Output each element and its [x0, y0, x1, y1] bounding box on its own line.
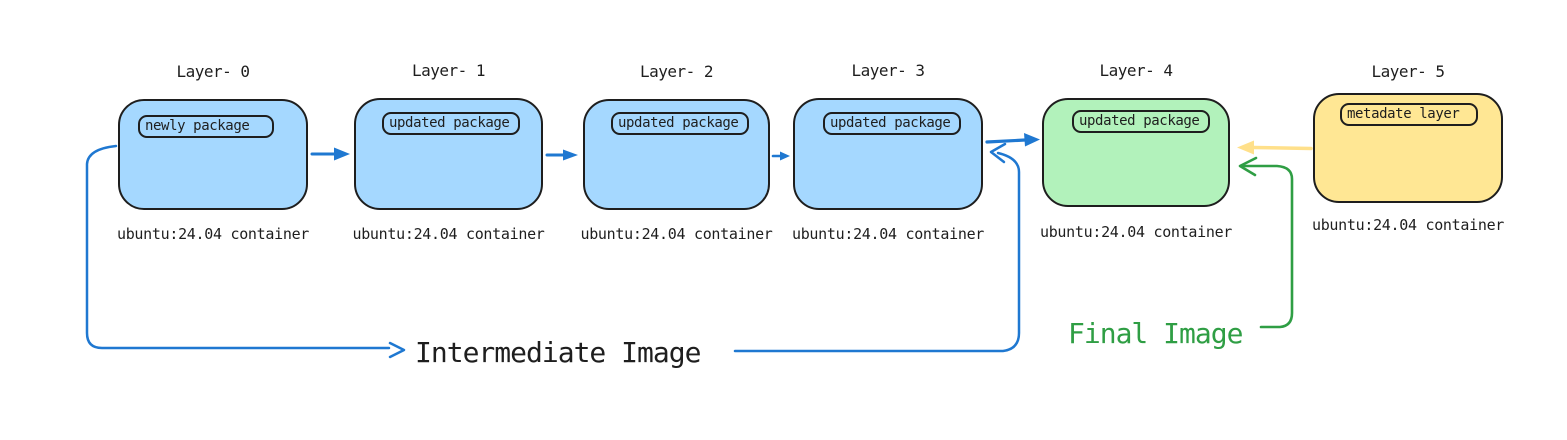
layer-2-title: Layer- 2 [639, 62, 714, 81]
intermediate-image-label: Intermediate Image [415, 336, 701, 369]
layer-3-caption: ubuntu:24.04 container [791, 225, 985, 243]
arrow-layer3-to-layer4 [985, 133, 1040, 147]
layer-3-package-label: updated package [823, 112, 961, 135]
layer-0-caption: ubuntu:24.04 container [116, 225, 310, 243]
layer-1-group: Layer- 1 updated package ubuntu:24.04 co… [352, 61, 544, 243]
layer-1-title: Layer- 1 [411, 61, 486, 80]
layer-2-box: updated package [583, 99, 770, 210]
layer-5-box: metadate layer [1313, 93, 1503, 203]
layer-3-box: updated package [793, 98, 983, 210]
layer-5-group: Layer- 5 metadate layer ubuntu:24.04 con… [1312, 62, 1504, 234]
layer-0-group: Layer- 0 newly package ubuntu:24.04 cont… [117, 62, 309, 243]
arrow-layer2-to-layer3 [771, 151, 790, 161]
layer-5-caption: ubuntu:24.04 container [1311, 216, 1505, 234]
arrow-layer1-to-layer2 [545, 149, 578, 161]
layer-0-title: Layer- 0 [176, 62, 250, 81]
layer-1-package-label: updated package [382, 112, 520, 135]
arrow-layer0-to-layer1 [310, 147, 350, 161]
arrow-layer5-to-layer4 [1237, 140, 1313, 155]
layer-0-package-label: newly package [138, 115, 274, 138]
layer-4-package-label: updated package [1072, 110, 1210, 133]
layer-1-box: updated package [354, 98, 543, 210]
final-image-label: Final Image [1068, 317, 1243, 350]
arrow-final-image-to-layer4 [1238, 156, 1294, 329]
layer-4-caption: ubuntu:24.04 container [1039, 223, 1233, 241]
layer-4-title: Layer- 4 [1099, 61, 1173, 80]
layer-2-group: Layer- 2 updated package ubuntu:24.04 co… [580, 62, 772, 243]
layer-4-group: Layer- 4 updated package ubuntu:24.04 co… [1040, 61, 1232, 241]
layer-3-group: Layer- 3 updated package ubuntu:24.04 co… [792, 61, 984, 243]
layer-4-box: updated package [1042, 98, 1230, 207]
layer-5-title: Layer- 5 [1371, 62, 1445, 81]
layer-2-caption: ubuntu:24.04 container [580, 225, 773, 243]
layer-0-box: newly package [118, 99, 308, 210]
layer-5-package-label: metadate layer [1340, 103, 1478, 126]
layer-1-caption: ubuntu:24.04 container [352, 225, 545, 243]
layer-3-title: Layer- 3 [851, 61, 925, 80]
layer-2-package-label: updated package [611, 112, 749, 135]
